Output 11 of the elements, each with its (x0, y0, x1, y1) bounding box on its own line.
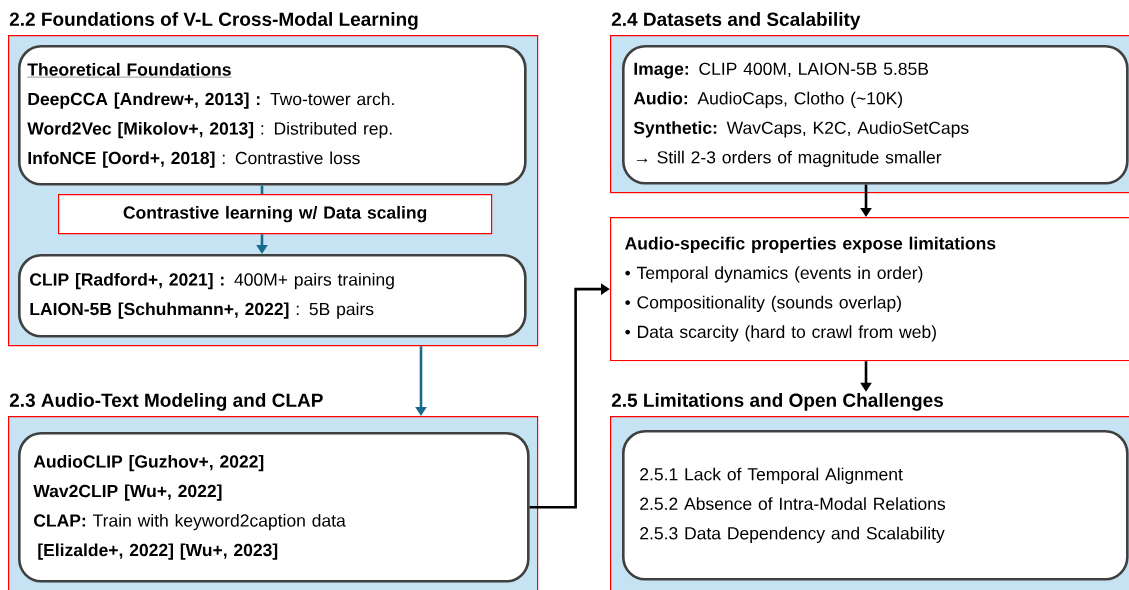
section-heading: 2.4 Datasets and Scalability (611, 12, 861, 30)
section-heading: 2.5 Limitations and Open Challenges (611, 393, 943, 411)
text-box: AudioCLIP [Guzhov+, 2022] Wav2CLIP [Wu+, 2022] CLAP: Train with keyword2caption data [Elizalde+, 2022] [Wu+, 2023] (18, 432, 530, 583)
section-heading: 2.3 Audio-Text Modeling and CLAP (9, 393, 323, 411)
section-heading: 2.2 Foundations of V-L Cross-Modal Learning (9, 12, 418, 30)
text-box: Theoretical Foundations DeepCCA [Andrew+, 2013] : Two-tower arch. Word2Vec [Mikolov+, 2013] : Distributed rep. InfoNCE [Oord+, 2018] : Contrastive loss (18, 45, 527, 186)
text-box: Image: CLIP 400M, LAION-5B 5.85B Audio: AudioCaps, Clotho (~10K) Synthetic: WavCaps, K2C, AudioSetCaps → Still 2-3 orders of magnitude smaller (622, 45, 1129, 185)
text-box: CLIP [Radford+, 2021] : 400M+ pairs training LAION-5B [Schuhmann+, 2022] : 5B pairs (18, 254, 527, 338)
text-box: Audio-specific properties expose limitations • Temporal dynamics (events in order) • Compositionality (sounds overlap) • Data scarcity (hard to crawl from web) (610, 217, 1129, 362)
label-box: Contrastive learning w/ Data scaling (58, 194, 493, 235)
text-box: 2.5.1 Lack of Temporal Alignment 2.5.2 Absence of Intra-Modal Relations 2.5.3 Data Dependency and Scalability (622, 430, 1129, 581)
